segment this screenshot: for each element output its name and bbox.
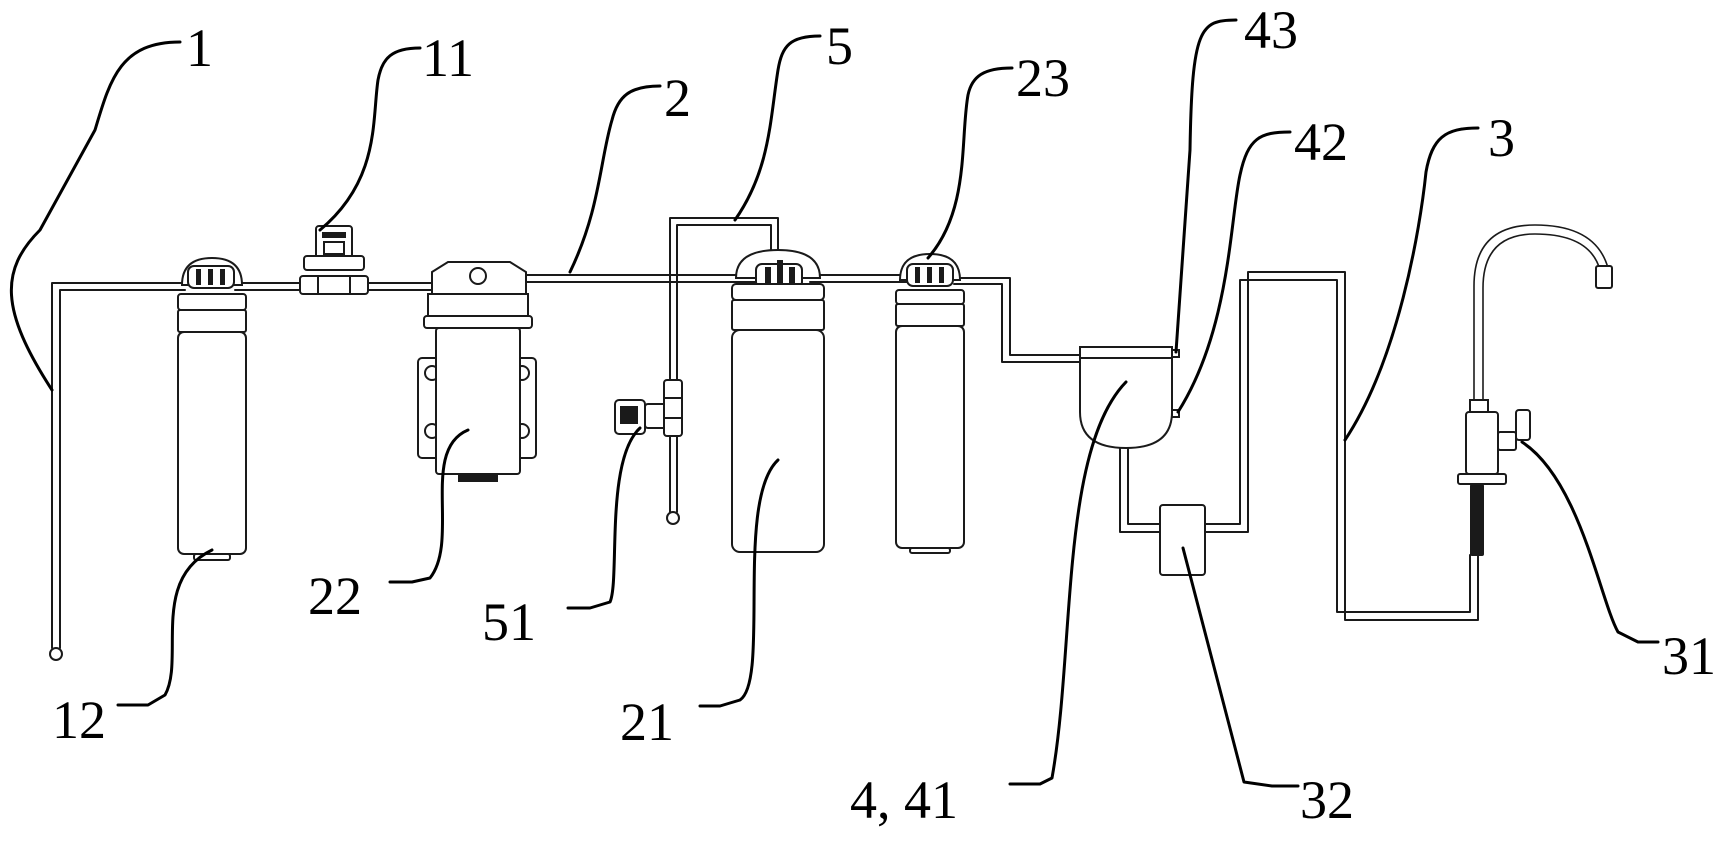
label-12: 12 [52, 690, 106, 750]
label-4-41: 4, 41 [850, 770, 958, 830]
inlet-end-cap [49, 647, 63, 661]
inlet-pipe [49, 282, 186, 661]
label-32: 32 [1300, 770, 1354, 830]
leader-lines [10, 18, 1660, 788]
outlet-pipe [1119, 271, 1479, 621]
main-pipe [234, 274, 923, 291]
label-31: 31 [1662, 626, 1716, 686]
solenoid-valve-11 [299, 225, 369, 295]
sensor-42 [1171, 409, 1180, 418]
label-23: 23 [1016, 48, 1070, 108]
ro-membrane-21 [731, 248, 825, 553]
label-11: 11 [422, 28, 474, 88]
pre-filter-12 [177, 256, 247, 561]
heater-32 [1159, 504, 1206, 576]
reference-labels: 1 11 2 5 23 43 42 3 12 22 51 21 4, 41 32… [52, 0, 1716, 830]
tank-pipe [953, 277, 1081, 363]
label-3: 3 [1488, 108, 1515, 168]
label-51: 51 [482, 592, 536, 652]
waste-valve-51 [614, 379, 683, 437]
label-22: 22 [308, 566, 362, 626]
label-42: 42 [1294, 112, 1348, 172]
drain-end-cap [666, 511, 680, 525]
faucet-31 [1457, 224, 1613, 556]
water-tank-4-41 [1079, 346, 1180, 450]
label-43: 43 [1244, 0, 1298, 60]
label-5: 5 [826, 16, 853, 76]
label-1: 1 [186, 18, 213, 78]
booster-pump-22 [417, 261, 537, 482]
label-2: 2 [664, 68, 691, 128]
label-21: 21 [620, 692, 674, 752]
post-filter-23 [895, 252, 965, 554]
